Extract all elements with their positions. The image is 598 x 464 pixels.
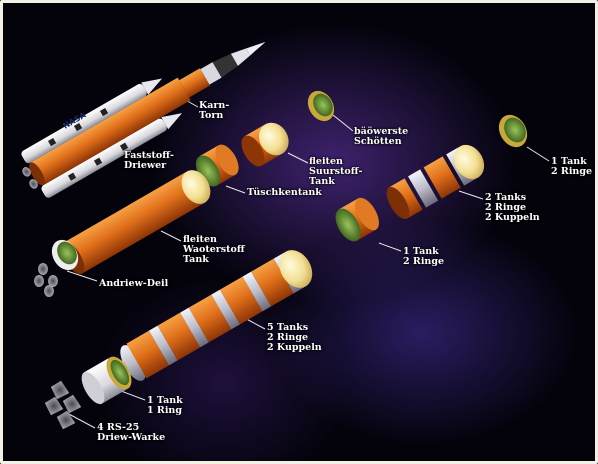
lox-assembly xyxy=(386,144,485,220)
lh2-assembly xyxy=(120,250,313,381)
forward-skirt-ring xyxy=(307,90,335,122)
engine-section-part xyxy=(34,239,79,297)
label-rs25-driew-warke: 4 RS-25 Driew-Warke xyxy=(97,422,166,443)
intertank-assembly xyxy=(335,197,379,242)
label-bottom-1tank-1ring: 1 Tank 1 Ring xyxy=(147,395,183,416)
label-2tanks-2ringe-2kuppeln: 2 Tanks 2 Ringe 2 Kuppeln xyxy=(485,192,540,223)
label-andriew-deil: Andriew-Deil xyxy=(99,278,169,289)
rocket-illustration: NASA xyxy=(21,41,550,430)
label-5tanks-2ringe-2kuppeln: 5 Tanks 2 Ringe 2 Kuppeln xyxy=(267,322,322,353)
label-fleiten-waoterstoff-tank: fleiten Waoterstoff Tank xyxy=(183,234,245,265)
label-mid-1tank-2ringe: 1 Tank 2 Ringe xyxy=(403,246,445,267)
label-fleiten-suurstoff-tank: fleiten Suurstoff- Tank xyxy=(309,156,363,187)
label-top-right-1tank-2ringe: 1 Tank 2 Ringe xyxy=(551,156,593,177)
engine-section-assembly xyxy=(81,356,132,405)
label-tueschkentank: Tüschkentank xyxy=(247,187,322,198)
label-karn-torn: Karn- Torn xyxy=(199,100,230,121)
lox-tank-part xyxy=(241,122,289,167)
rs25-engines xyxy=(44,380,82,430)
label-faststoff-driewer: Faststoff- Driewer xyxy=(124,150,174,171)
label-baeowerste-schoetten: bäöwerste Schötten xyxy=(354,126,409,147)
assembled-rocket xyxy=(21,41,266,198)
top-right-ring xyxy=(498,114,528,148)
